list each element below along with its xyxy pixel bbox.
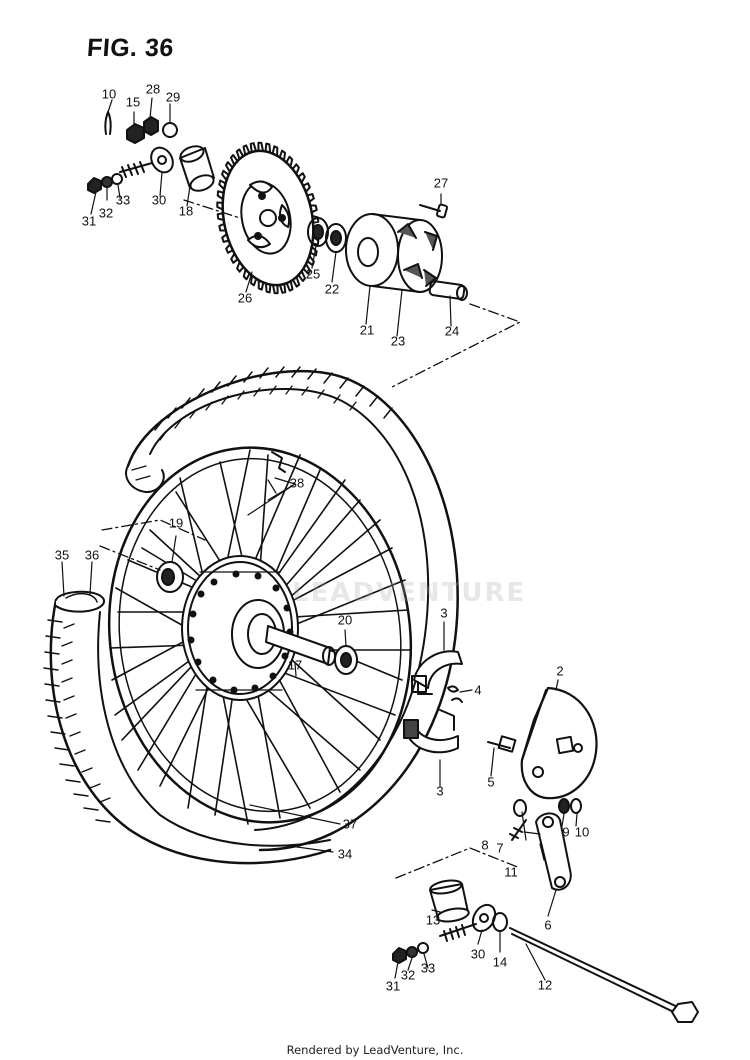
bearing-20-part — [334, 645, 358, 675]
callout-31-upper: 31 — [81, 213, 97, 229]
callout-36: 36 — [84, 547, 100, 563]
callout-30-lower: 30 — [470, 946, 486, 962]
callout-30-upper: 30 — [151, 192, 167, 208]
torque-arm-part — [535, 812, 572, 891]
watermark: LEADVENTURE — [292, 578, 527, 608]
callout-15: 15 — [125, 94, 141, 110]
callout-21: 21 — [359, 322, 375, 338]
callout-32-lower: 32 — [400, 967, 416, 983]
nut-31-upper-part — [87, 177, 102, 194]
callout-6: 6 — [544, 917, 552, 933]
assembly-line-upper — [183, 199, 521, 389]
tire-cut-end — [55, 590, 105, 613]
sprocket-drum-part — [345, 213, 468, 301]
spacer-18-part — [179, 145, 215, 192]
rear-axle-part — [509, 927, 699, 1023]
callout-34: 34 — [337, 846, 353, 862]
brake-panel-part — [520, 686, 598, 800]
washer-33-lower-part — [417, 942, 429, 954]
callout-18: 18 — [178, 203, 194, 219]
tire-tread-upper — [154, 366, 393, 431]
washer-32-lower-part — [406, 946, 418, 958]
callout-37: 37 — [342, 816, 358, 832]
callout-12: 12 — [537, 977, 553, 993]
callout-31-lower: 31 — [385, 978, 401, 994]
brake-shoe-lower-part — [403, 709, 459, 754]
hub-axle-part — [265, 625, 336, 666]
washer-14-part — [492, 912, 508, 932]
valve-part — [271, 451, 286, 473]
tire-tread-lower — [43, 619, 111, 823]
chain-adjuster-upper-part — [150, 146, 174, 174]
callout-27: 27 — [433, 175, 449, 191]
callout-29: 29 — [165, 89, 181, 105]
washer-9-part — [558, 798, 570, 814]
callout-2: 2 — [556, 663, 564, 679]
bolt-27-part — [419, 203, 449, 219]
rear-sprocket-part — [216, 141, 320, 295]
castle-nut-part — [126, 123, 145, 144]
callout-24: 24 — [444, 323, 460, 339]
callout-4: 4 — [474, 682, 482, 698]
callout-3-upper: 3 — [440, 605, 448, 621]
assembly-line-bearing — [99, 519, 206, 571]
wheel-hub — [181, 555, 299, 701]
assembly-line-lower — [395, 847, 521, 879]
spacer-13-part — [429, 879, 470, 923]
brake-cam-part — [487, 735, 517, 753]
callout-22: 22 — [324, 281, 340, 297]
callout-17: 17 — [287, 657, 303, 673]
adjuster-bolt-lower-part — [439, 923, 477, 942]
callout-20: 20 — [337, 612, 353, 628]
chain-adjuster-lower-part — [471, 903, 497, 933]
callout-10-lower: 10 — [574, 824, 590, 840]
washer-8-part — [513, 799, 527, 817]
footer-credit: Rendered by LeadVenture, Inc. — [286, 1043, 464, 1057]
callout-5: 5 — [487, 774, 495, 790]
callout-14: 14 — [492, 954, 508, 970]
callout-8: 8 — [481, 837, 489, 853]
callout-28: 28 — [145, 81, 161, 97]
callout-33-upper: 33 — [115, 192, 131, 208]
callout-11: 11 — [504, 864, 518, 880]
cotter-pin-part — [104, 111, 112, 135]
nut-28-part — [143, 116, 159, 136]
spring-4-part — [447, 685, 463, 703]
leader-lines — [61, 97, 578, 981]
callout-7: 7 — [496, 840, 504, 856]
washer-10-part — [570, 798, 582, 814]
washer-32-upper-part — [101, 176, 113, 188]
callout-25: 25 — [305, 266, 321, 282]
bearing-19-part — [156, 561, 184, 593]
bearing-22-part — [325, 223, 347, 253]
washer-29-part — [162, 122, 178, 138]
nut-31-lower-part — [392, 947, 407, 964]
callout-33-lower: 33 — [420, 960, 436, 976]
callout-9: 9 — [562, 824, 570, 840]
brake-shoe-upper-part — [411, 650, 463, 695]
figure-title: FIG. 36 — [86, 34, 175, 62]
adjuster-bolt-upper-part — [119, 161, 153, 178]
bearing-25-part — [307, 217, 329, 247]
callout-26: 26 — [237, 290, 253, 306]
callout-35: 35 — [54, 547, 70, 563]
callout-13: 13 — [425, 912, 441, 928]
washer-33-upper-part — [111, 173, 123, 185]
rim — [107, 446, 413, 824]
wheel-assembly — [43, 366, 459, 865]
tire-front — [49, 598, 332, 865]
callout-38: 38 — [289, 475, 305, 491]
callout-3-lower: 3 — [436, 783, 444, 799]
callout-19: 19 — [168, 515, 184, 531]
callout-32-upper: 32 — [98, 205, 114, 221]
callout-10: 10 — [101, 86, 117, 102]
callout-23: 23 — [390, 333, 406, 349]
